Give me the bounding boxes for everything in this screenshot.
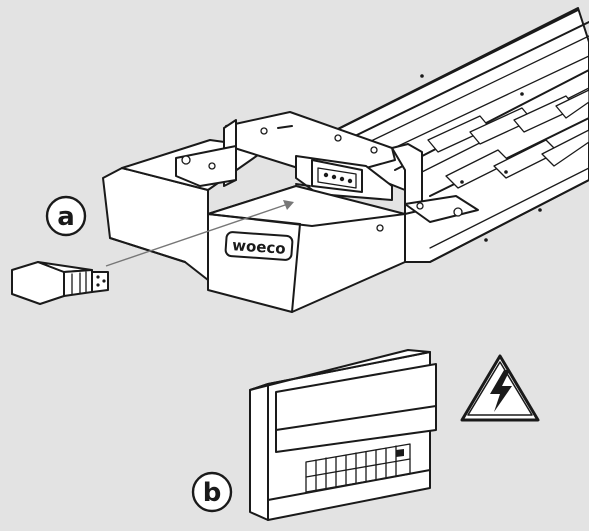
callout-a-label: a bbox=[57, 202, 75, 232]
callout-a: a bbox=[45, 195, 87, 237]
connector-plug-icon bbox=[11, 261, 109, 305]
callout-b: b bbox=[191, 471, 233, 513]
callout-b-label: b bbox=[203, 478, 222, 508]
brand-logo: woeco bbox=[224, 231, 294, 261]
connector-socket bbox=[295, 155, 393, 201]
consumer-unit-icon bbox=[249, 349, 437, 521]
high-voltage-warning-icon bbox=[460, 354, 540, 422]
panel-slats bbox=[427, 89, 589, 189]
heater-panel: woeco bbox=[102, 7, 589, 313]
brand-logo-text: woeco bbox=[232, 236, 287, 258]
insertion-arrow bbox=[105, 200, 294, 267]
